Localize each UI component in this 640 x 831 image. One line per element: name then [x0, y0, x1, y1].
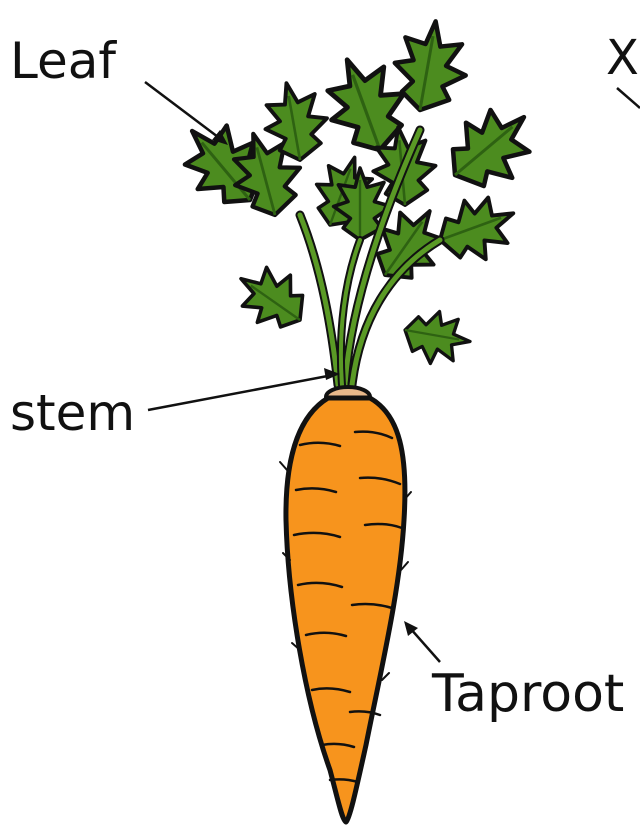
x-pointer [617, 88, 640, 108]
taproot-body [286, 398, 405, 822]
label-taproot: Taproot [432, 668, 624, 720]
label-stem: stem [10, 388, 135, 438]
label-leaf: Leaf [10, 36, 116, 86]
stem-pointer [148, 368, 340, 410]
label-cut-off: X [606, 34, 639, 82]
taproot-pointer [404, 621, 440, 662]
leaf-pointer [145, 82, 228, 145]
